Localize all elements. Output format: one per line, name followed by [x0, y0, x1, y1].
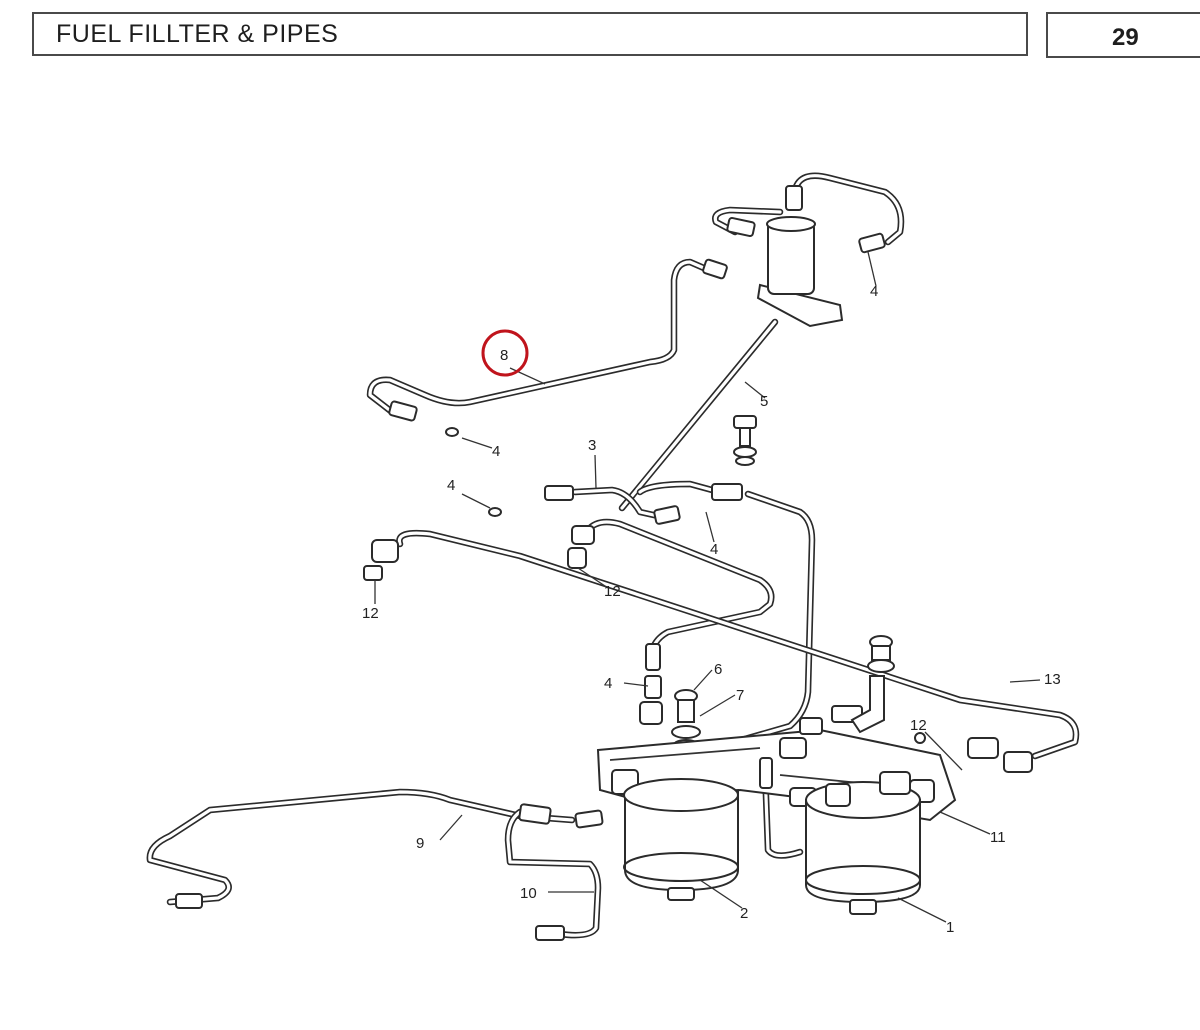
- pipe-fittings: [175, 185, 1033, 941]
- page-number: 29: [1112, 24, 1139, 51]
- pipe-9: [146, 788, 576, 906]
- pipe-8: [366, 258, 724, 416]
- callout-9: 9: [416, 835, 424, 852]
- callout-11: 11: [990, 829, 1006, 846]
- callout-13: 13: [1044, 671, 1061, 688]
- callout-4: 4: [492, 443, 500, 460]
- banjo-bolt-stack: [639, 643, 701, 751]
- pipe-top-loop: [712, 172, 905, 246]
- title-box: FUEL FILLTER & PIPES: [32, 12, 1028, 56]
- callout-4: 4: [447, 477, 455, 494]
- upper-pump-body: [756, 216, 844, 328]
- pipe-5: [618, 318, 779, 512]
- pipe-10: [504, 808, 602, 939]
- pipe-13: [396, 529, 1080, 760]
- bolt-stack: [733, 415, 757, 466]
- pipe-3: [571, 480, 716, 520]
- pipe-long-right: [696, 490, 816, 756]
- callout-4: 4: [604, 675, 612, 692]
- callout-10: 10: [520, 885, 537, 902]
- filter-bowl-2: [623, 778, 739, 901]
- page-number-box: 29: [1046, 12, 1200, 58]
- page-title: FUEL FILLTER & PIPES: [56, 20, 339, 48]
- filter-bowl-1: [805, 771, 921, 915]
- callout-2: 2: [740, 905, 748, 922]
- callout-4: 4: [870, 283, 878, 300]
- callout-8: 8: [500, 347, 508, 364]
- callout-5: 5: [760, 393, 768, 410]
- callout-3: 3: [588, 437, 596, 454]
- callout-1: 1: [946, 919, 954, 936]
- callout-12: 12: [362, 605, 379, 622]
- callout-6: 6: [714, 661, 722, 678]
- callout-4: 4: [710, 541, 718, 558]
- callout-12: 12: [604, 583, 621, 600]
- pipe-11-connector: [761, 766, 804, 859]
- pipe-12-mid: [584, 518, 775, 664]
- callout-7: 7: [736, 687, 744, 704]
- leader-lines: [374, 251, 1041, 923]
- highlight-circle: [481, 329, 529, 377]
- callout-12: 12: [910, 717, 927, 734]
